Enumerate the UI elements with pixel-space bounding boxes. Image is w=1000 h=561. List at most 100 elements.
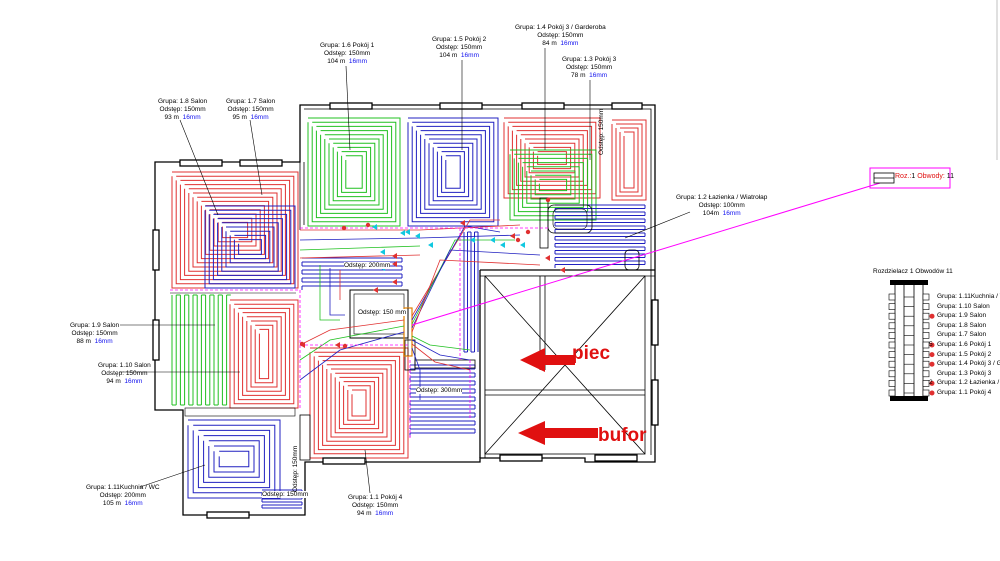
manifold-item-number: 5 bbox=[929, 341, 933, 348]
group-name: Grupa: 1.3 Pokój 3 bbox=[562, 56, 617, 63]
manifold-port-left bbox=[888, 322, 896, 330]
group-name: Grupa: 1.6 Pokój 1 bbox=[320, 42, 375, 49]
cyan-flow-arrow bbox=[470, 237, 475, 243]
label-group-1-8: Grupa: 1.8 Salon Odstęp: 150mm 93 m 16mm bbox=[158, 98, 207, 122]
group-length: 88 m bbox=[76, 338, 91, 345]
group-pipe: 16mm bbox=[560, 40, 579, 47]
manifold-port-left bbox=[888, 351, 896, 358]
manifold-bar-right bbox=[913, 282, 924, 400]
manifold-port-right bbox=[922, 322, 930, 330]
group-length: 93 m bbox=[164, 114, 179, 121]
group-spacing: Odstęp: 150mm bbox=[351, 502, 399, 509]
manifold-item-label: Grupa: 1.5 Pokój 2 bbox=[937, 350, 992, 358]
group-spacing: Odstęp: 150mm bbox=[537, 32, 584, 39]
leader-line bbox=[139, 464, 206, 488]
red-node bbox=[545, 197, 551, 203]
coil-1-11 bbox=[187, 419, 281, 499]
label-group-1-10: Grupa: 1.10 Salon Odstęp: 150mm 94 m 16m… bbox=[98, 362, 151, 386]
group-pipe: 16mm bbox=[722, 210, 741, 217]
inline-spacing-150-bottom: Odstęp: 150mm bbox=[262, 491, 309, 498]
cyan-flow-arrow bbox=[372, 224, 377, 230]
manifold-red-dot bbox=[929, 352, 935, 358]
group-pipe: 16mm bbox=[460, 52, 479, 59]
manifold-red-dot bbox=[929, 380, 935, 386]
label-group-1-9: Grupa: 1.9 Salon Odstęp: 150mm 88 m 16mm bbox=[70, 322, 119, 346]
supply-pipes bbox=[299, 219, 541, 400]
manifold-list-item: Grupa: 1.5 Pokój 2 bbox=[929, 351, 991, 358]
manifold-list-item: Grupa: 1.11Kuchnia / WC bbox=[929, 293, 1000, 300]
manifold-item-label: Grupa: 1.1 Pokój 4 bbox=[937, 389, 992, 396]
red-flow-arrow bbox=[335, 342, 340, 348]
manifold-item-label: Grupa: 1.7 Salon bbox=[937, 331, 987, 339]
manifold-port-right bbox=[922, 380, 930, 387]
inline-spacing-vertical-right: Odstęp: 150mm bbox=[598, 108, 605, 155]
label-group-1-11: Grupa: 1.11Kuchnia / WC Odstęp: 200mm 10… bbox=[86, 484, 160, 508]
label-group-1-1: Grupa: 1.1 Pokój 4 Odstęp: 150mm 94 m 16… bbox=[348, 494, 402, 518]
group-pipe: 16mm bbox=[250, 114, 269, 121]
label-group-1-3: Grupa: 1.3 Pokój 3 Odstęp: 150mm 78 m 16… bbox=[562, 56, 616, 80]
coil-1-1 bbox=[309, 347, 409, 459]
group-pipe: 16mm bbox=[124, 500, 143, 507]
label-group-1-5: Grupa: 1.5 Pokój 2 Odstęp: 150mm 104 m 1… bbox=[432, 36, 486, 60]
manifold-list-item: Grupa: 1.9 Salon bbox=[929, 312, 986, 319]
red-node bbox=[515, 237, 521, 243]
group-length: 94 m bbox=[106, 378, 121, 385]
manifold-item-label: Grupa: 1.3 Pokój 3 bbox=[937, 369, 992, 377]
red-flow-arrow bbox=[392, 253, 397, 259]
cyan-flow-arrow bbox=[380, 249, 385, 255]
group-length: 104 m bbox=[327, 58, 346, 65]
manifold-list-item: Grupa: 1.3 Pokój 3 bbox=[929, 370, 991, 377]
manifold-port-right bbox=[922, 389, 930, 397]
group-name: Grupa: 1.2 Łazienka / Wiatrołap bbox=[676, 194, 768, 201]
coil-1-8 bbox=[204, 205, 296, 289]
manifold-tag-text: Roz.:1 Obwody: 11 bbox=[895, 173, 954, 180]
group-pipe: 16mm bbox=[589, 72, 608, 79]
manifold-port-right bbox=[922, 312, 930, 320]
red-flow-arrow bbox=[460, 220, 465, 226]
group-name: Grupa: 1.8 Salon bbox=[158, 98, 208, 105]
cyan-flow-arrow bbox=[405, 229, 410, 235]
manifold-port-left bbox=[888, 312, 896, 320]
manifold-port-left bbox=[888, 389, 896, 397]
label-group-1-6: Grupa: 1.6 Pokój 1 Odstęp: 150mm 104 m 1… bbox=[320, 42, 374, 66]
manifold-item-label: Grupa: 1.8 Salon bbox=[937, 321, 987, 329]
manifold-port-left bbox=[888, 303, 896, 310]
group-length: 78 m bbox=[571, 72, 586, 79]
coil-1-9 bbox=[171, 294, 231, 406]
red-flow-arrow bbox=[392, 261, 397, 267]
cyan-flow-arrow bbox=[500, 242, 505, 248]
manifold-list-item: Grupa: 1.7 Salon bbox=[929, 331, 986, 338]
coil-1-3 bbox=[611, 119, 647, 201]
manifold-connector bbox=[411, 182, 881, 326]
group-length: 104 m bbox=[439, 52, 458, 59]
manifold-port-left bbox=[888, 380, 896, 387]
group-spacing: Odstęp: 150mm bbox=[101, 370, 148, 377]
manifold-list-item: Grupa: 1.8 Salon bbox=[929, 322, 986, 329]
group-spacing: Odstęp: 150mm bbox=[71, 330, 118, 337]
group-name: Grupa: 1.7 Salon bbox=[226, 98, 276, 105]
group-spacing: Odstęp: 150mm bbox=[565, 64, 613, 71]
manifold-tag-roz-num: 1 bbox=[911, 173, 916, 180]
cyan-flow-arrow bbox=[490, 237, 495, 243]
cyan-flow-arrow bbox=[400, 230, 405, 236]
group-length: 104m bbox=[702, 210, 719, 217]
red-node bbox=[365, 222, 371, 228]
manifold-tag-count: 11 bbox=[946, 173, 955, 180]
manifold-item-number: 2 bbox=[929, 379, 933, 387]
coil-hall-vertical bbox=[463, 231, 479, 353]
inline-spacing-150-room: Odstęp: 150 mm bbox=[358, 309, 407, 316]
zone-dividers bbox=[170, 227, 550, 440]
leader-line bbox=[345, 65, 351, 151]
group-name: Grupa: 1.4 Pokój 3 / Garderoba bbox=[515, 24, 606, 31]
red-node bbox=[525, 229, 531, 235]
label-group-1-7: Grupa: 1.7 Salon Odstęp: 150mm 95 m 16mm bbox=[226, 98, 275, 122]
manifold-tag-roz: Roz.: bbox=[895, 173, 912, 180]
group-pipe: 16mm bbox=[348, 58, 367, 65]
group-length: 105 m bbox=[102, 500, 121, 507]
coil-1-2 bbox=[554, 204, 646, 268]
manifold-tag-icon bbox=[873, 172, 895, 184]
red-flow-arrow bbox=[560, 267, 565, 273]
manifold-schematic bbox=[888, 280, 935, 401]
